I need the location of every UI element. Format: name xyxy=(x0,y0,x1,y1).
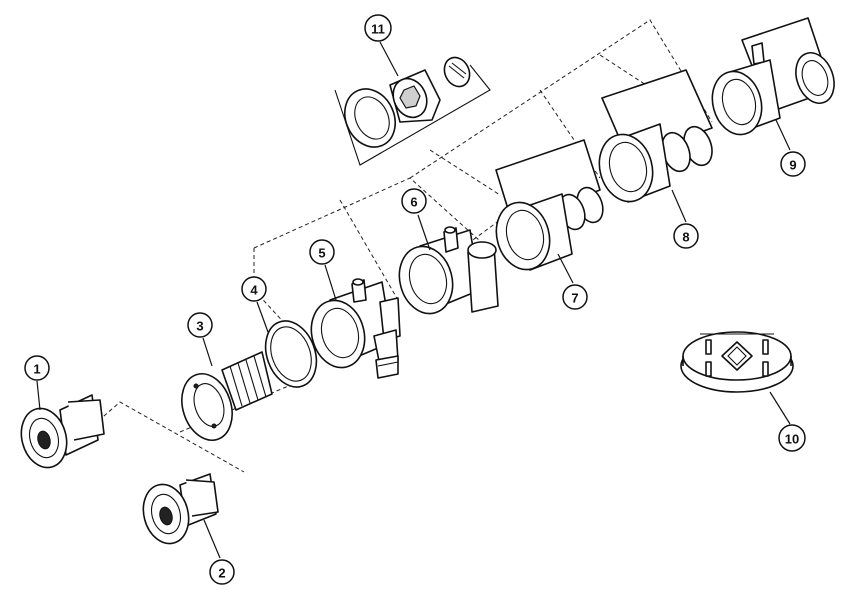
part-11-insert-assembly xyxy=(344,56,471,148)
callout-5-label: 5 xyxy=(318,246,325,261)
callout-4: 4 xyxy=(241,276,267,302)
callout-6-label: 6 xyxy=(410,195,417,210)
callout-1-label: 1 xyxy=(33,362,40,377)
part-4-gasket xyxy=(264,320,318,388)
part-7-jet-body xyxy=(495,139,604,271)
callout-11: 11 xyxy=(364,14,392,42)
callout-9-label: 9 xyxy=(789,158,796,173)
callout-9: 9 xyxy=(780,151,806,177)
callout-8-label: 8 xyxy=(682,230,689,245)
callout-1: 1 xyxy=(24,355,50,381)
callout-8: 8 xyxy=(673,223,699,249)
part-1-jet-face xyxy=(20,394,105,469)
callout-leaders xyxy=(36,41,791,559)
callout-11-label: 11 xyxy=(371,22,385,37)
callout-2-label: 2 xyxy=(218,566,225,581)
callout-3: 3 xyxy=(187,312,213,338)
callout-10: 10 xyxy=(778,424,806,452)
part-8-jet-body xyxy=(598,69,713,203)
part-3-wall-fitting xyxy=(181,351,273,441)
callout-10-label: 10 xyxy=(785,432,799,447)
callout-3-label: 3 xyxy=(196,319,203,334)
part-2-jet-face xyxy=(142,473,219,545)
part-6-jet-body xyxy=(398,226,499,315)
callout-7-label: 7 xyxy=(571,291,578,306)
callout-2: 2 xyxy=(209,559,235,585)
part-5-jet-body xyxy=(310,278,401,379)
callout-7: 7 xyxy=(562,284,588,310)
callout-6: 6 xyxy=(401,188,427,214)
callout-4-label: 4 xyxy=(250,283,258,298)
callout-5: 5 xyxy=(309,239,335,265)
part-10-cap xyxy=(680,331,794,393)
part-9-tee xyxy=(711,17,835,136)
